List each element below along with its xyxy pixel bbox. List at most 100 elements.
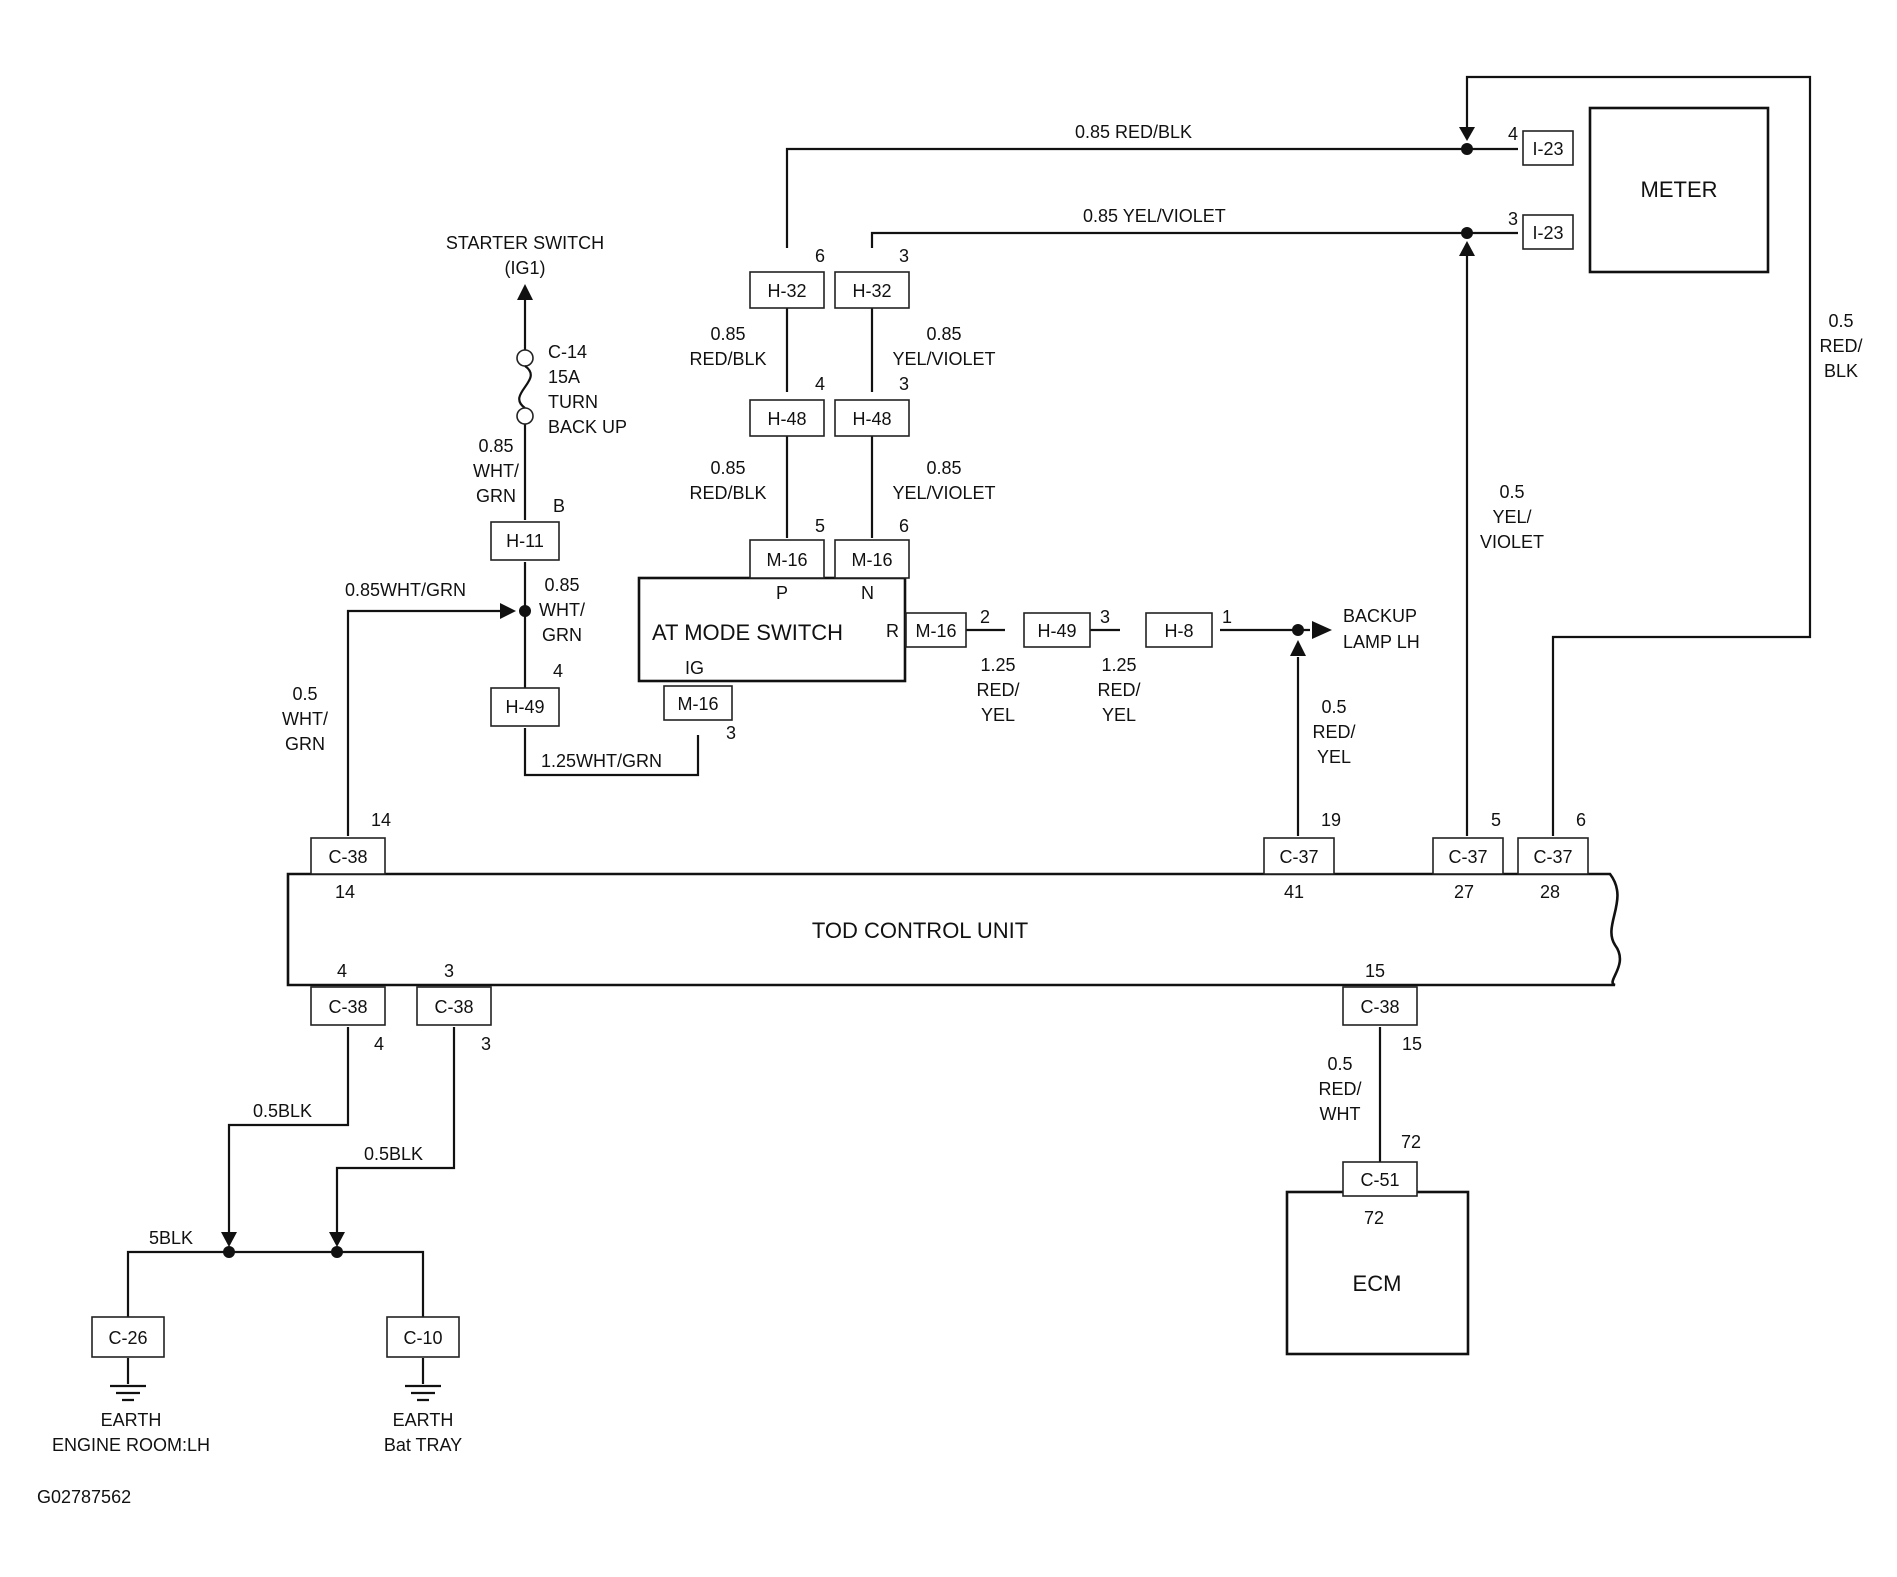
- wire-label-red-yel-2b: RED/: [1097, 680, 1140, 700]
- wire-label-red-blk-1b: RED/BLK: [689, 349, 766, 369]
- wire-label-red-yel-05-b: RED/: [1312, 722, 1355, 742]
- wire-label-wht-grn-h11-a: 0.85: [544, 575, 579, 595]
- earth-bat-label: EARTH: [393, 1410, 454, 1430]
- wire-label-wht-grn-fuse-a: 0.85: [478, 436, 513, 456]
- connector-h48-a: H-48: [767, 409, 806, 429]
- wire-label-red-blk-2a: 0.85: [710, 458, 745, 478]
- wire-red-blk-outer: [1465, 75, 1812, 836]
- junction-ground-b: [331, 1246, 343, 1258]
- pin-c37-6-bot: 28: [1540, 882, 1560, 902]
- wire-label-yel-violet-05-b: YEL/: [1492, 507, 1531, 527]
- wire-label-red-yel-1c: YEL: [981, 705, 1015, 725]
- wire-blk-c38-3: [335, 1027, 456, 1240]
- earth-engine-label: EARTH: [101, 1410, 162, 1430]
- connector-c51: C-51: [1360, 1170, 1399, 1190]
- wire-label-red-yel-1b: RED/: [976, 680, 1019, 700]
- wire-label-yel-violet-05-c: VIOLET: [1480, 532, 1544, 552]
- pin-i23-a: 4: [1508, 124, 1518, 144]
- fuse-circuit-1: TURN: [548, 392, 598, 412]
- connector-m16-r: M-16: [915, 621, 956, 641]
- wire-label-red-yel-05-a: 0.5: [1321, 697, 1346, 717]
- starter-switch-label: STARTER SWITCH: [446, 233, 604, 253]
- pin-m16-n: 6: [899, 516, 909, 536]
- fuse-rating: 15A: [548, 367, 580, 387]
- connector-h8: H-8: [1164, 621, 1193, 641]
- connector-h48-b: H-48: [852, 409, 891, 429]
- wire-label-blk-5: 5BLK: [149, 1228, 193, 1248]
- wire-label-red-yel-2a: 1.25: [1101, 655, 1136, 675]
- connector-i23-b: I-23: [1532, 223, 1563, 243]
- junction-red-blk: [1461, 143, 1473, 155]
- pin-c38-15-top: 15: [1365, 961, 1385, 981]
- pin-m16-r: 2: [980, 607, 990, 627]
- pin-h49-b: 3: [1100, 607, 1110, 627]
- wire-label-wht-grn-05-c: GRN: [285, 734, 325, 754]
- pin-numbers: 4 3 6 3 4 3 5 6 B 4 3 2 3 1 14 14 19 41 …: [335, 124, 1586, 1228]
- connector-c37-5: C-37: [1448, 847, 1487, 867]
- pin-h49-a: 4: [553, 661, 563, 681]
- pin-m16-p: 5: [815, 516, 825, 536]
- pin-c37-5-bot: 27: [1454, 882, 1474, 902]
- connector-c38-4: C-38: [328, 997, 367, 1017]
- at-pos-r: R: [886, 621, 899, 641]
- arrow-up-icon: [1290, 640, 1306, 656]
- connector-c10: C-10: [403, 1328, 442, 1348]
- pin-c37-19: 19: [1321, 810, 1341, 830]
- junction-wht-grn: [519, 605, 531, 617]
- junctions: [221, 127, 1475, 1258]
- junction-backup: [1292, 624, 1304, 636]
- wires: [126, 75, 1812, 1384]
- wire-label-red-wht-05-a: 0.5: [1327, 1054, 1352, 1074]
- junction-yel-violet: [1461, 227, 1473, 239]
- wire-5blk: [126, 1250, 425, 1317]
- fuse-circuit-2: BACK UP: [548, 417, 627, 437]
- connector-h11: H-11: [506, 531, 544, 551]
- connector-h49-b: H-49: [1037, 621, 1076, 641]
- wire-label-red-blk-05-c: BLK: [1824, 361, 1858, 381]
- pin-i23-b: 3: [1508, 209, 1518, 229]
- connector-c38-3: C-38: [434, 997, 473, 1017]
- connector-h32-b: H-32: [852, 281, 891, 301]
- wire-label-red-blk-top: 0.85 RED/BLK: [1075, 122, 1192, 142]
- connector-h32-a: H-32: [767, 281, 806, 301]
- connector-i23-a: I-23: [1532, 139, 1563, 159]
- wire-label-red-wht-05-b: RED/: [1318, 1079, 1361, 1099]
- earth-bat-sub: Bat TRAY: [384, 1435, 462, 1455]
- pin-h32-b: 3: [899, 246, 909, 266]
- ecm: ECM: [1285, 1190, 1470, 1356]
- wire-label-yel-violet-2b: YEL/VIOLET: [892, 483, 995, 503]
- pin-c37-19-bot: 41: [1284, 882, 1304, 902]
- wire-labels: 0.85 RED/BLK 0.85 YEL/VIOLET 0.85 RED/BL…: [149, 122, 1863, 1248]
- arrow-up-icon: [1459, 241, 1475, 256]
- connector-h49-a: H-49: [505, 697, 544, 717]
- wire-label-red-yel-2c: YEL: [1102, 705, 1136, 725]
- arrow-down-icon: [329, 1232, 345, 1247]
- wire-label-yel-violet-1a: 0.85: [926, 324, 961, 344]
- pin-m16-ig: 3: [726, 723, 736, 743]
- wire-label-red-yel-05-c: YEL: [1317, 747, 1351, 767]
- pin-h11: B: [553, 496, 565, 516]
- connector-m16-p: M-16: [766, 550, 807, 570]
- pin-h32-a: 6: [815, 246, 825, 266]
- at-pos-p: P: [776, 583, 788, 603]
- junction-ground-a: [223, 1246, 235, 1258]
- pin-ecm: 72: [1364, 1208, 1384, 1228]
- connector-c37-19: C-37: [1279, 847, 1318, 867]
- ground-icon: [110, 1384, 146, 1402]
- endpoint-labels: STARTER SWITCH (IG1) BACKUP LAMP LH EART…: [52, 233, 1420, 1455]
- wire-label-yel-violet-1b: YEL/VIOLET: [892, 349, 995, 369]
- wire-label-blk-05a: 0.5BLK: [253, 1101, 312, 1121]
- ground-symbols: [110, 1384, 441, 1402]
- wire-label-red-blk-05-a: 0.5: [1828, 311, 1853, 331]
- wire-label-red-blk-1a: 0.85: [710, 324, 745, 344]
- connectors: I-23 I-23 H-32 H-32 H-48 H-48 M-16 M-16 …: [91, 130, 1589, 1358]
- wire-label-blk-05b: 0.5BLK: [364, 1144, 423, 1164]
- wire-label-yel-violet-top: 0.85 YEL/VIOLET: [1083, 206, 1226, 226]
- backup-lamp-label: BACKUP: [1343, 606, 1417, 626]
- wire-label-wht-grn-05-b: WHT/: [282, 709, 328, 729]
- connector-c38-15: C-38: [1360, 997, 1399, 1017]
- wire-blk-c38-4: [227, 1027, 350, 1240]
- wire-label-wht-grn-h11-c: GRN: [542, 625, 582, 645]
- tod-label: TOD CONTROL UNIT: [812, 918, 1028, 943]
